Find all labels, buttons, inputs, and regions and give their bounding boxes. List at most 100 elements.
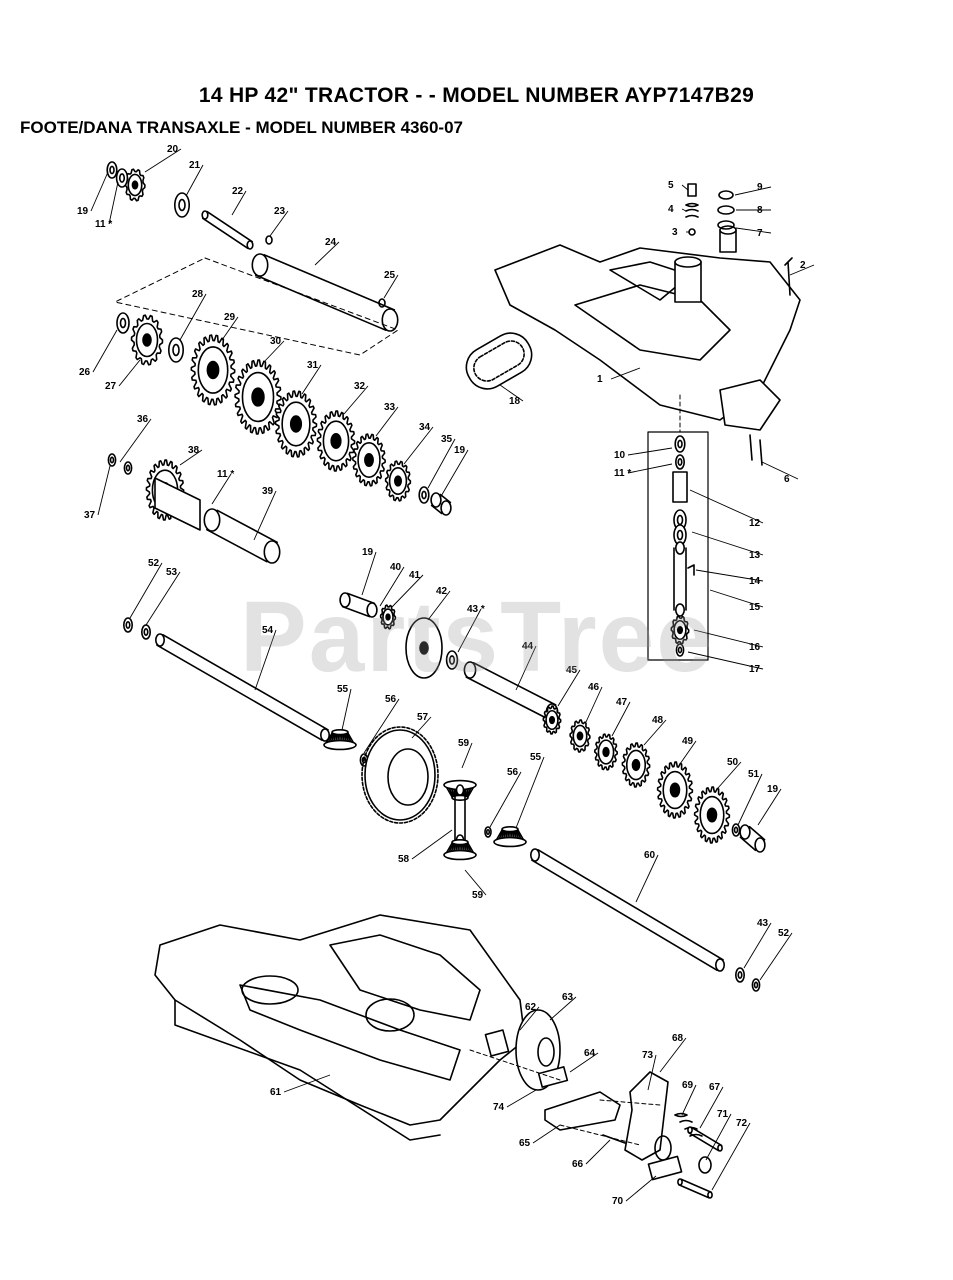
leader-line: [108, 181, 119, 225]
leader-line: [314, 241, 340, 266]
gear-49: [656, 761, 694, 819]
callout-label: 24: [325, 237, 337, 248]
leader-line: [185, 164, 204, 197]
callout-label: 72: [736, 1118, 748, 1129]
leader-line: [743, 922, 772, 969]
callout-label: 52: [778, 928, 790, 939]
leader-line: [341, 688, 352, 731]
callout-label: 52: [148, 558, 160, 569]
leader-line: [119, 418, 152, 463]
gear-47: [594, 733, 618, 771]
key-14: [687, 564, 695, 576]
callout-label: 32: [354, 381, 366, 392]
leader-line: [489, 771, 522, 828]
shaft-15: [673, 541, 687, 617]
leader-line: [515, 645, 537, 691]
shaft-24: [251, 253, 399, 332]
callout-label: 70: [612, 1196, 624, 1207]
brake-assembly-lines: [469, 1049, 661, 1146]
callout-label: 16: [749, 642, 761, 653]
callout-label: 63: [562, 992, 574, 1003]
callout-label: 3: [672, 227, 678, 238]
leader-line: [635, 854, 659, 903]
leader-line: [557, 669, 581, 707]
o-ring-7: [717, 220, 735, 230]
callout-label: 25: [384, 270, 396, 281]
gear-45: [542, 705, 562, 735]
leader-line: [569, 1052, 599, 1073]
leader-line: [737, 773, 763, 826]
leader-line: [464, 869, 487, 896]
diagram-subtitle: FOOTE/DANA TRANSAXLE - MODEL NUMBER 4360…: [20, 118, 463, 137]
leader-line: [254, 629, 277, 691]
shaft-39: [203, 508, 281, 564]
pin-6: [749, 434, 763, 466]
bearing-21: [174, 192, 191, 218]
leader-line: [610, 367, 641, 380]
callout-label: 31: [307, 360, 319, 371]
callout-label: 67: [709, 1082, 721, 1093]
leader-line: [717, 761, 742, 789]
leader-line: [681, 1084, 697, 1116]
callout-label: 13: [749, 550, 761, 561]
caliper-65: [544, 1091, 621, 1131]
callout-label: 51: [748, 769, 760, 780]
leader-line: [681, 208, 687, 212]
callout-label: 17: [749, 664, 761, 675]
callout-label: 38: [188, 445, 200, 456]
pad-64: [537, 1066, 569, 1088]
callout-label: 12: [749, 518, 761, 529]
callout-label: 46: [588, 682, 600, 693]
plug-9: [718, 190, 734, 200]
callout-label: 42: [436, 586, 448, 597]
bearing-12: [672, 471, 688, 503]
leader-line: [269, 210, 289, 237]
washer-43-b: [734, 967, 745, 983]
leader-line: [283, 1074, 331, 1093]
callout-label: 34: [419, 422, 431, 433]
callout-label: 11 *: [95, 219, 112, 230]
gear-41: [379, 604, 397, 630]
callout-label: 55: [530, 752, 542, 763]
bearing-19-d: [739, 824, 766, 853]
callout-label: 8: [757, 205, 763, 216]
washer-52-b: [751, 978, 761, 992]
callout-label: 7: [757, 228, 763, 239]
leader-line: [231, 190, 247, 216]
leader-line: [515, 756, 545, 829]
callout-label: 11 *: [217, 469, 234, 480]
leader-line: [375, 406, 399, 437]
callout-label: 2: [800, 260, 806, 271]
sprocket-27: [130, 314, 164, 366]
leader-line: [379, 566, 405, 607]
callout-label: 18: [509, 396, 521, 407]
leader-line: [705, 1113, 732, 1161]
retaining-ring-17: [675, 643, 685, 657]
leader-line: [695, 569, 764, 582]
plug-5: [687, 183, 697, 197]
leader-line: [659, 1037, 687, 1073]
leader-line: [627, 447, 673, 456]
callout-label: 15: [749, 602, 761, 613]
callout-label: 47: [616, 697, 628, 708]
callout-label: 22: [232, 186, 244, 197]
bevel-gear-55-b: [493, 825, 527, 848]
key-22: [201, 210, 254, 250]
ball-25: [378, 298, 386, 308]
leader-line: [427, 590, 451, 621]
callout-label: 14: [749, 576, 761, 587]
leader-line: [789, 264, 815, 276]
leader-line: [361, 551, 377, 596]
callout-label: 6: [784, 474, 790, 485]
callout-label: 43: [757, 918, 769, 929]
leader-line: [118, 359, 141, 387]
input-shaft-box: [647, 431, 709, 661]
washer-51: [731, 823, 741, 837]
bushing-28: [168, 337, 185, 363]
callout-label: 59: [458, 738, 470, 749]
callout-label: 37: [84, 510, 96, 521]
callout-label: 62: [525, 1002, 537, 1013]
callout-label: 65: [519, 1138, 531, 1149]
callout-label: 48: [652, 715, 664, 726]
leader-line: [735, 227, 772, 234]
